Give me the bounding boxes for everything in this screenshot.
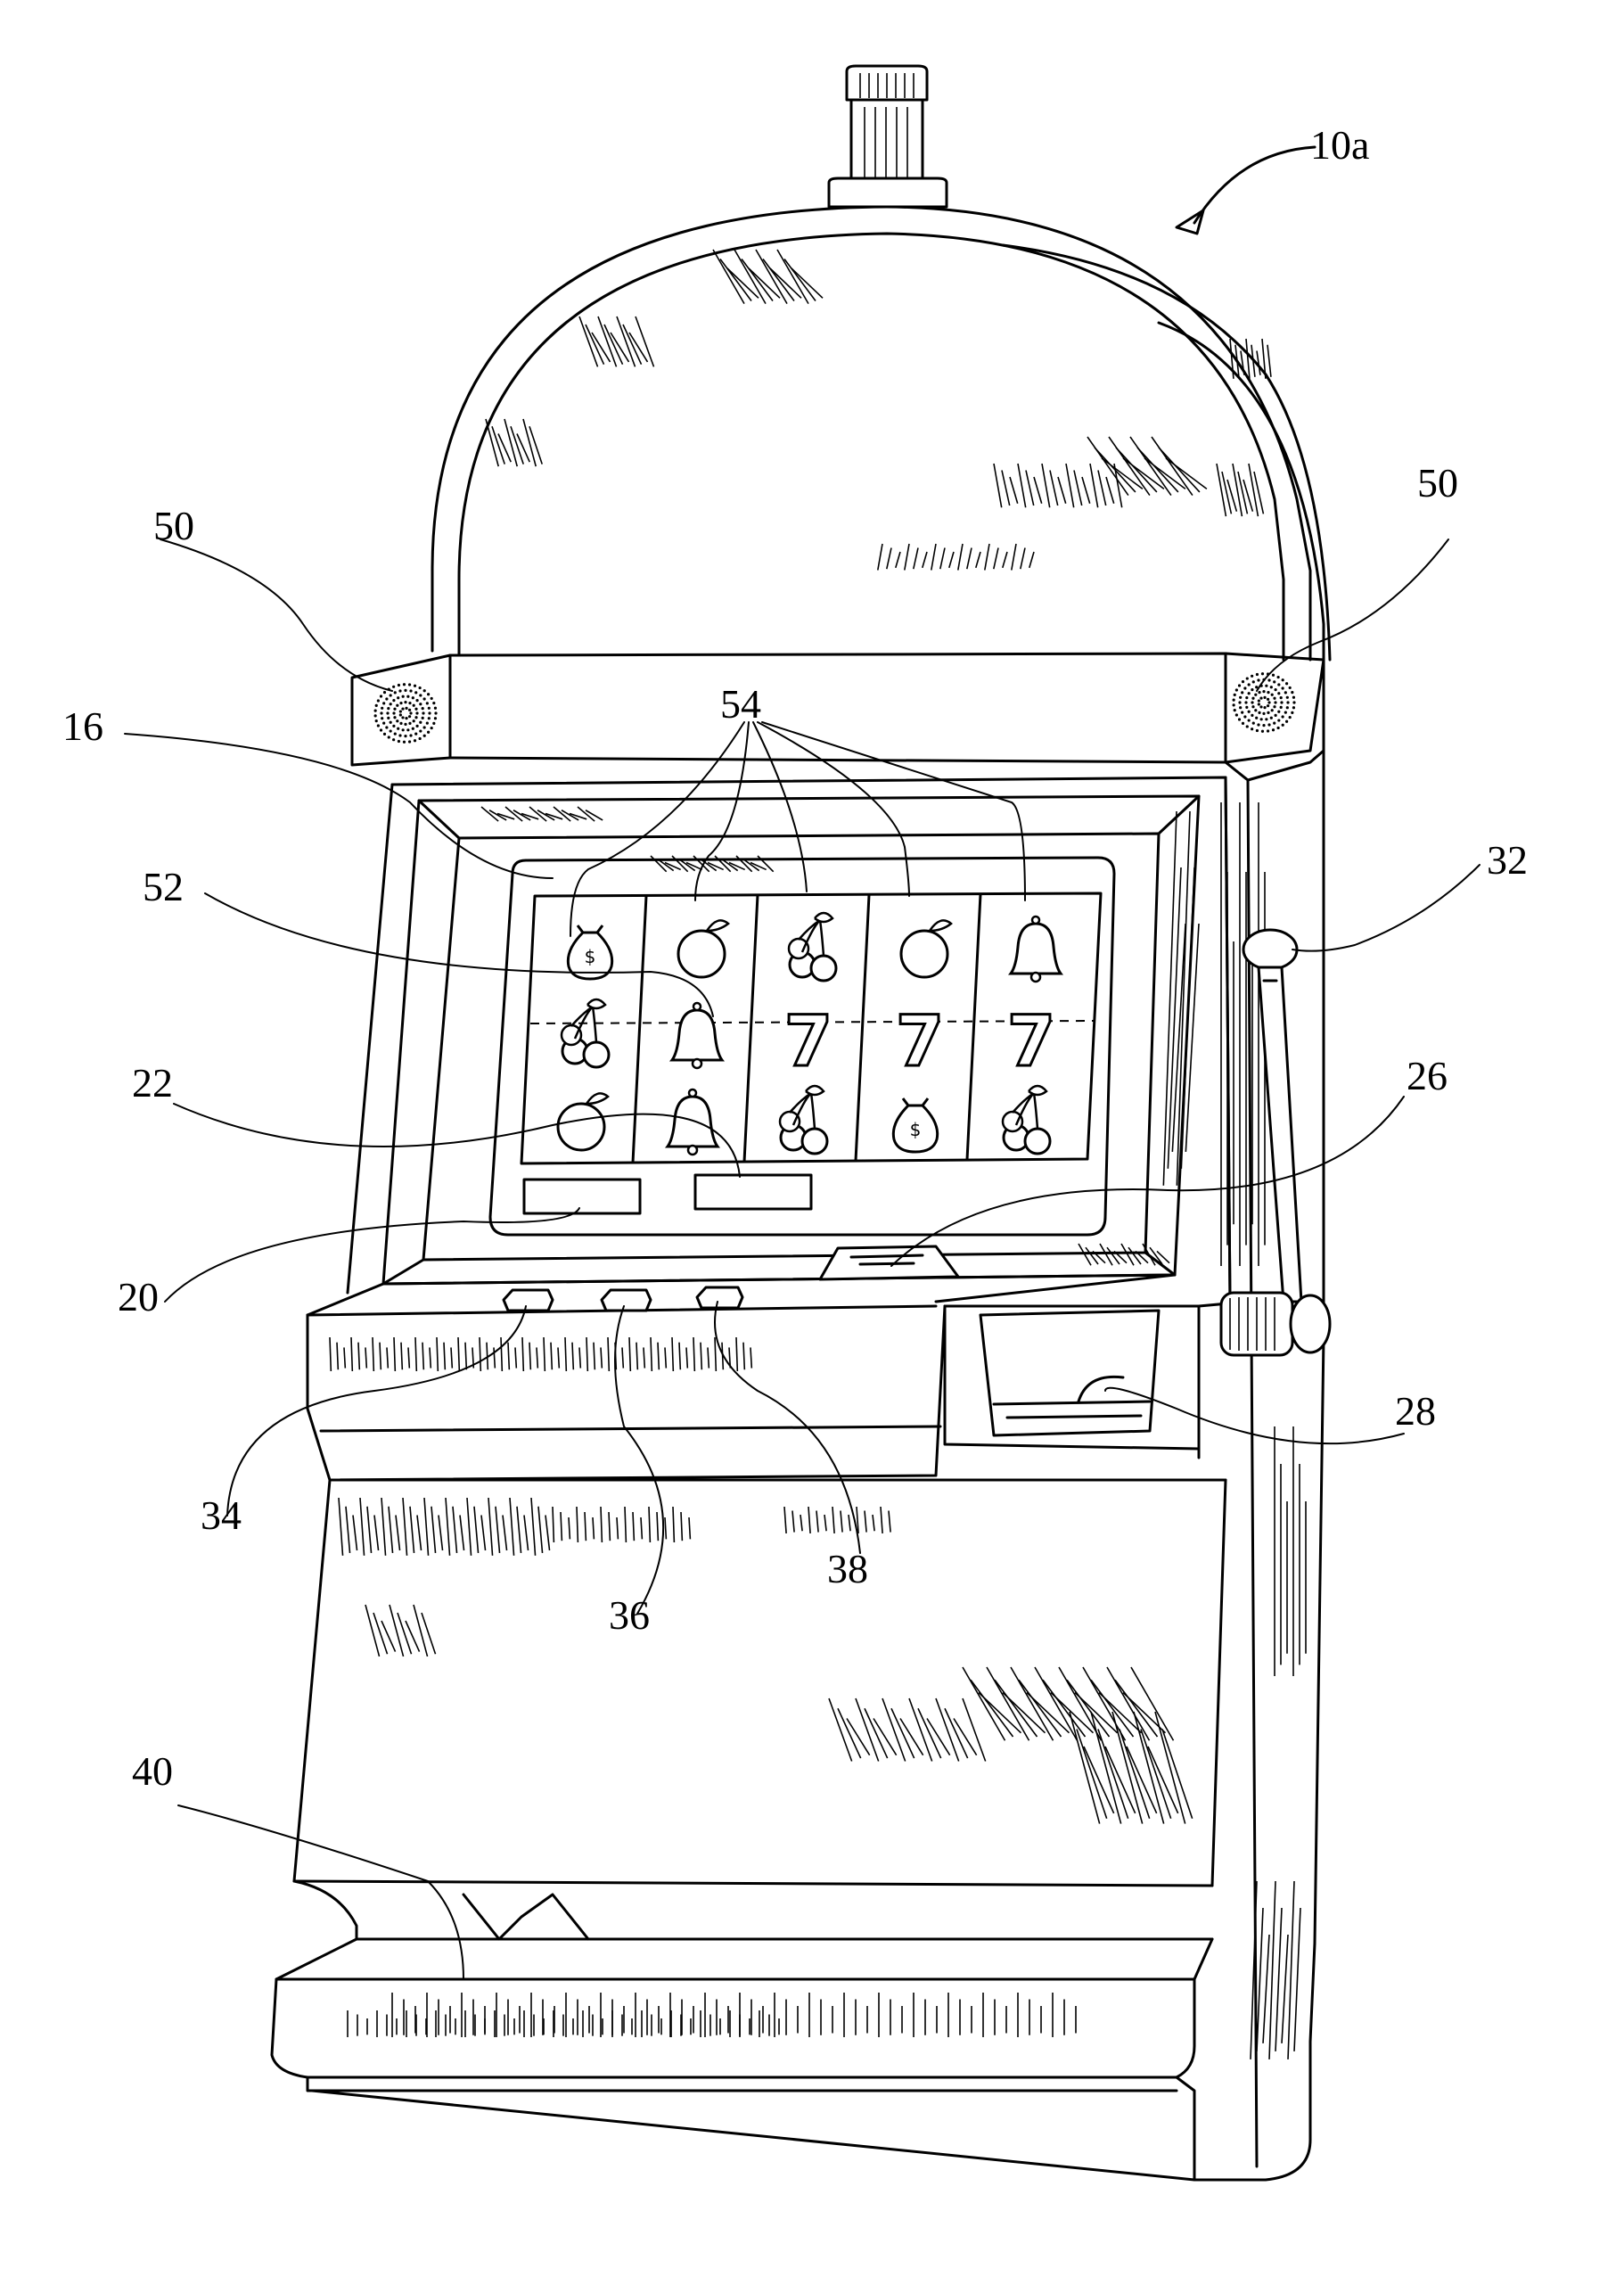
top-candle <box>829 66 947 207</box>
bet-meter <box>695 1175 811 1209</box>
bell-symbol-icon <box>672 1003 722 1068</box>
label-22: 22 <box>132 1060 173 1106</box>
seven-glyph: 7 <box>784 1002 833 1082</box>
label-26: 26 <box>1407 1053 1448 1098</box>
bell-symbol-icon <box>1011 917 1061 982</box>
pull-handle <box>1221 930 1330 1355</box>
label-34: 34 <box>201 1492 242 1538</box>
seven-glyph: 7 <box>896 1002 944 1082</box>
reel-symbols: $777$ <box>558 913 1061 1155</box>
label-54: 54 <box>720 681 761 727</box>
label-32: 32 <box>1487 837 1528 883</box>
money-bag-dollar-sign: $ <box>910 1119 922 1140</box>
label-36: 36 <box>609 1592 650 1638</box>
label-50-right: 50 <box>1417 460 1458 506</box>
dome-top-box <box>432 207 1330 660</box>
button-34 <box>504 1290 553 1311</box>
cherries-symbol-icon <box>780 1086 827 1154</box>
button-36 <box>602 1290 651 1311</box>
money-bag-dollar-sign: $ <box>585 946 596 967</box>
seven-symbol-icon: 7 <box>1007 1002 1055 1082</box>
label-38: 38 <box>827 1546 868 1591</box>
label-28: 28 <box>1395 1388 1436 1434</box>
cherries-symbol-icon <box>562 999 609 1067</box>
reel-window: $777$ <box>521 893 1101 1163</box>
label-16: 16 <box>62 703 103 749</box>
seven-symbol-icon: 7 <box>896 1002 944 1082</box>
credit-meter <box>524 1180 640 1213</box>
bell-symbol-icon <box>668 1089 718 1155</box>
money-bag-symbol-icon: $ <box>893 1098 937 1152</box>
cherries-symbol-icon <box>1003 1086 1050 1154</box>
label-40: 40 <box>132 1748 173 1794</box>
orange-symbol-icon <box>678 920 728 977</box>
speaker-band <box>352 654 1324 780</box>
label-20: 20 <box>118 1274 159 1319</box>
coin-slot <box>820 1246 958 1279</box>
cabinet <box>272 660 1324 2180</box>
cherries-symbol-icon <box>789 913 836 981</box>
label-52: 52 <box>143 864 184 909</box>
speaker-grille-left <box>374 683 438 744</box>
seven-glyph: 7 <box>1007 1002 1055 1082</box>
button-38 <box>697 1287 742 1308</box>
seven-symbol-icon: 7 <box>784 1002 833 1082</box>
money-bag-symbol-icon: $ <box>568 925 611 979</box>
label-50-left: 50 <box>153 503 194 548</box>
label-10a: 10a <box>1310 122 1369 168</box>
orange-symbol-icon <box>901 920 951 977</box>
